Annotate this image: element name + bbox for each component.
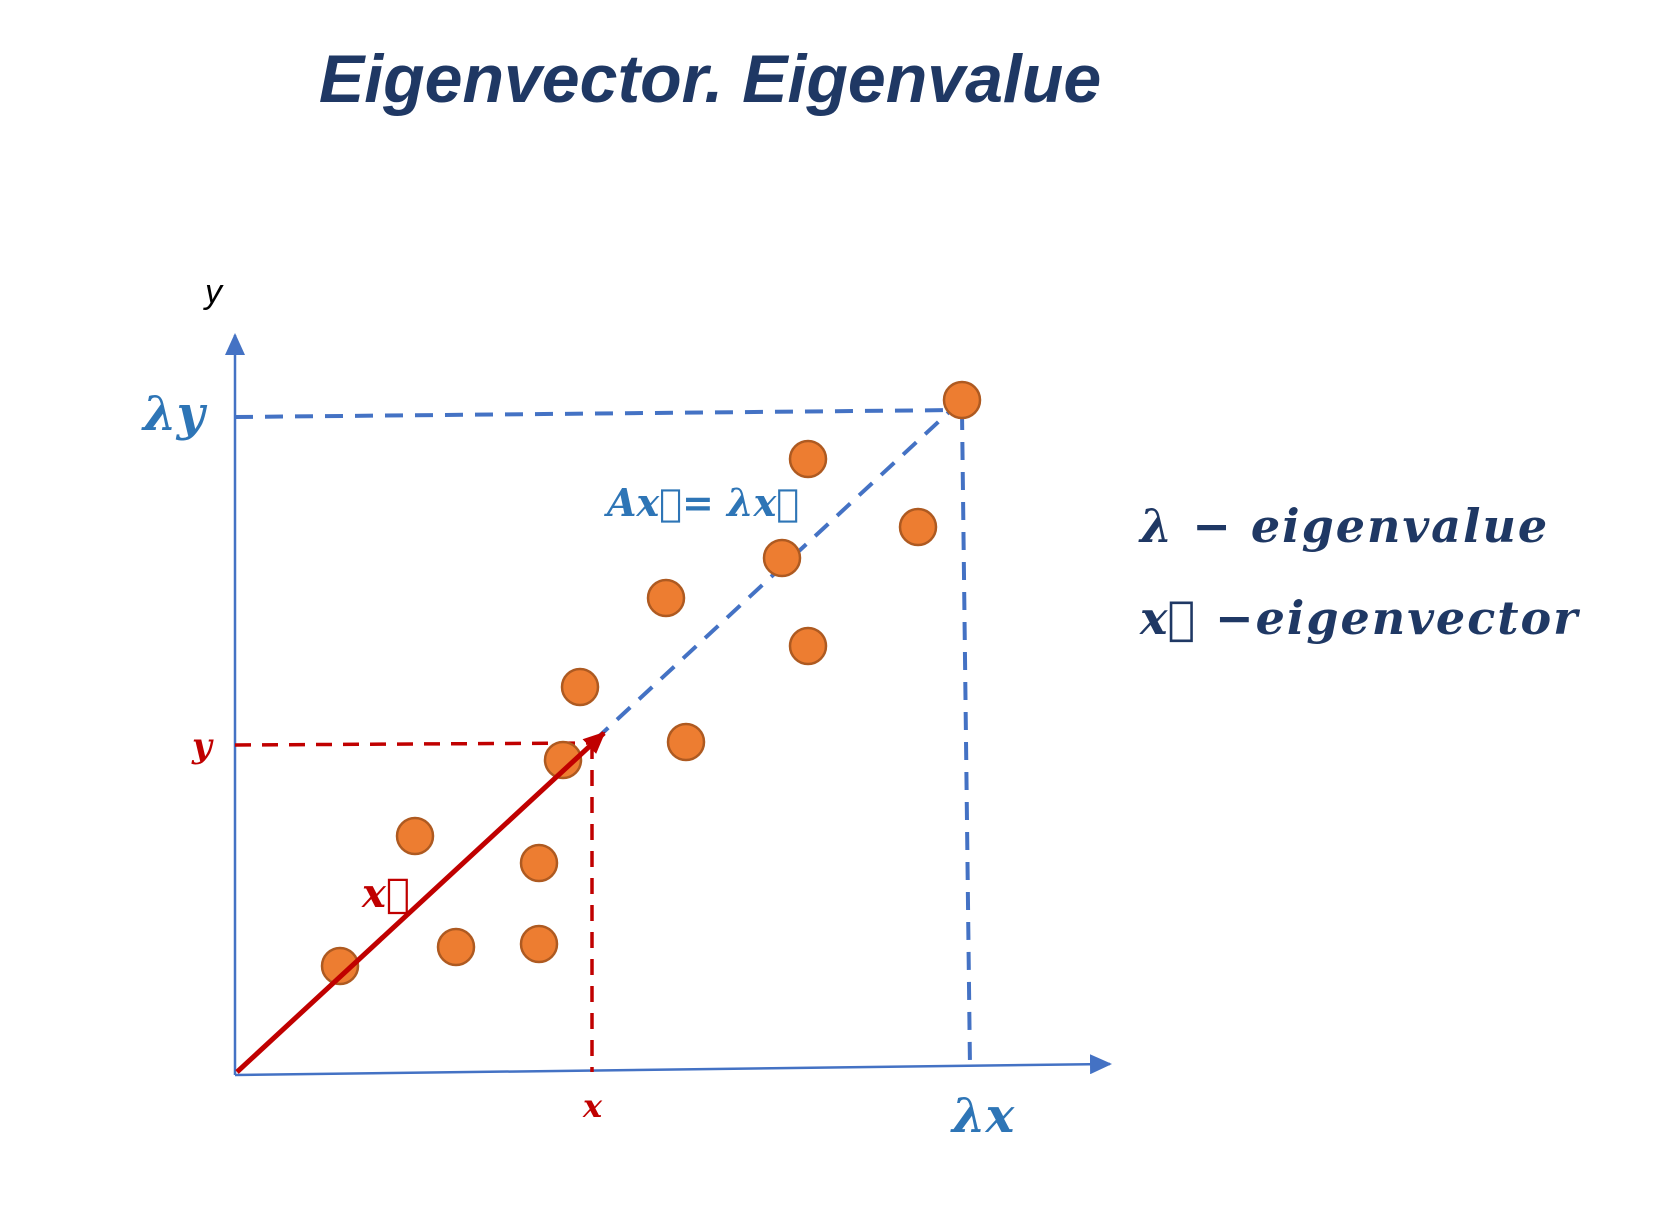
scatter-point — [666, 722, 706, 762]
vector-x-label: x⃗ — [361, 870, 410, 917]
eigenvector-definition: x⃗ −eigenvector — [1140, 591, 1580, 645]
definitions-legend: λ − eigenvalue x⃗ −eigenvector — [1140, 480, 1579, 664]
eigenvalue-definition: λ − eigenvalue — [1140, 499, 1550, 553]
y-guide — [234, 741, 591, 747]
scatter-point — [788, 626, 828, 666]
y-axis-label: y — [203, 273, 224, 311]
vector-x-arrow — [235, 731, 606, 1074]
scatter-point — [898, 507, 938, 547]
x-axis — [234, 1054, 1112, 1077]
lambda-x-guide — [960, 411, 972, 1069]
scatter-point — [646, 578, 686, 618]
eigen-equation: Ax⃗= λx⃗ — [604, 480, 799, 525]
small-x-label: x — [582, 1087, 603, 1125]
scatter-points — [320, 380, 982, 986]
scatter-point — [436, 927, 476, 967]
lambda-x-label: λx — [950, 1088, 1016, 1144]
scatter-point — [942, 380, 982, 420]
small-y-label: y — [191, 726, 214, 766]
page-title: Eigenvector. Eigenvalue — [318, 41, 1102, 117]
scatter-point — [560, 667, 600, 707]
lambda-y-label: λy — [141, 386, 208, 442]
scatter-point — [762, 538, 802, 578]
scatter-point — [320, 946, 360, 986]
lambda-y-guide — [234, 408, 961, 419]
scatter-point — [519, 924, 559, 964]
scatter-point — [543, 740, 583, 780]
scatter-point — [788, 439, 828, 479]
scatter-point — [519, 843, 559, 883]
scatter-point — [395, 816, 435, 856]
